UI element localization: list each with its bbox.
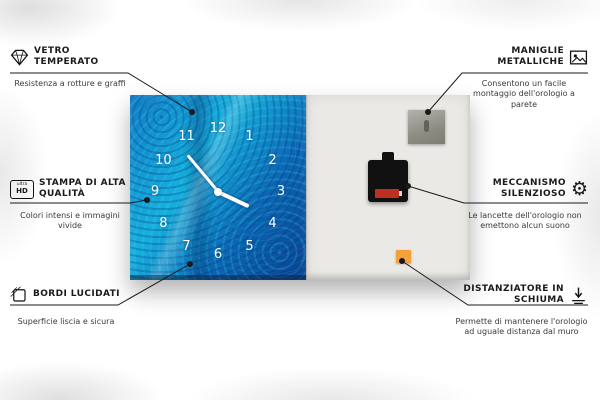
callout-subtitle: Consentono un facile montaggio dell'orol…	[473, 79, 575, 109]
polished-edge-icon	[10, 286, 28, 304]
clock-number: 11	[178, 129, 195, 145]
callout-metal-handles: MANIGLIE METALLICHE Consentono un facile…	[460, 44, 588, 110]
clock-number: 1	[245, 129, 254, 145]
callout-silent-mechanism: MECCANISMO SILENZIOSO ⚙ Le lancette dell…	[462, 176, 588, 232]
clock-mechanism	[368, 152, 408, 202]
clock-number: 3	[276, 184, 286, 199]
metal-hanger-plate	[408, 110, 445, 144]
keyhole-slot	[424, 120, 429, 132]
callout-subtitle: Colori intensi e immagini vivide	[20, 211, 120, 231]
callout-title: MANIGLIE METALLICHE	[497, 45, 564, 67]
picture-frame-icon	[569, 48, 588, 67]
callout-title: VETRO TEMPERATO	[34, 45, 99, 67]
callout-subtitle: Permette di mantenere l'orologio ad ugua…	[455, 317, 588, 337]
callout-title: DISTANZIATORE IN SCHIUMA	[463, 283, 564, 305]
ultra-hd-label-top: ultra	[16, 182, 28, 188]
clock-number: 10	[155, 152, 172, 168]
callout-subtitle: Le lancette dell'orologio non emettono a…	[468, 211, 582, 231]
clock-number: 4	[268, 215, 277, 231]
battery-tip	[399, 191, 402, 196]
ultra-hd-icon: ultra HD	[10, 179, 34, 199]
diamond-icon	[10, 48, 29, 67]
clock-center-cap	[214, 188, 222, 196]
callout-foam-spacer: DISTANZIATORE IN SCHIUMA Permette di man…	[455, 282, 588, 338]
callout-tempered-glass: VETRO TEMPERATO Resistenza a rotture e g…	[10, 44, 130, 89]
callout-title: BORDI LUCIDATI	[33, 289, 120, 300]
clock-number: 12	[209, 121, 227, 136]
foam-spacer	[396, 250, 411, 263]
clock-number: 9	[150, 184, 160, 199]
clock-number: 6	[213, 247, 223, 262]
clock-number: 7	[182, 238, 191, 254]
callout-title: MECCANISMO SILENZIOSO	[492, 177, 566, 199]
callout-subtitle: Superficie liscia e sicura	[17, 317, 115, 326]
spacer-arrow-icon	[569, 286, 588, 305]
battery	[375, 189, 402, 198]
callout-subtitle: Resistenza a rotture e graffi	[14, 79, 126, 88]
clock-number: 8	[159, 215, 168, 231]
callout-title: STAMPA DI ALTA QUALITÀ	[39, 177, 126, 199]
gear-icon: ⚙	[570, 177, 588, 200]
callout-polished-edges: BORDI LUCIDATI Superficie liscia e sicur…	[10, 282, 122, 327]
clock-back-panel	[306, 95, 470, 280]
ultra-hd-label-bottom: HD	[16, 186, 28, 195]
clock-number: 5	[245, 238, 254, 254]
clock-number: 2	[268, 152, 277, 168]
mechanism-hook	[382, 152, 394, 162]
callout-print-quality: ultra HD STAMPA DI ALTA QUALITÀ Colori i…	[10, 176, 130, 232]
